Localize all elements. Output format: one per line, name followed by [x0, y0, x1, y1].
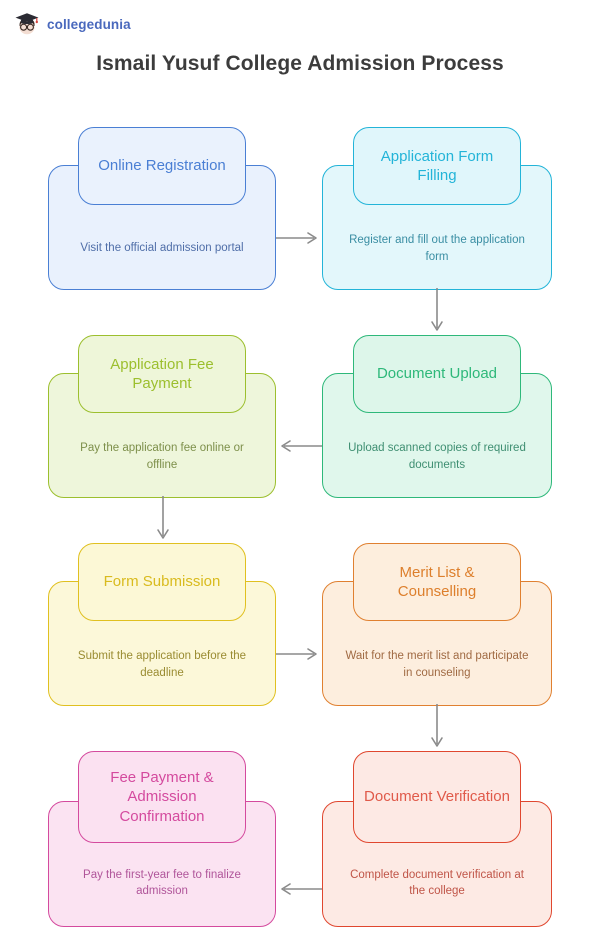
node-title-pill[interactable]: Merit List & Counselling	[353, 543, 521, 621]
node-title-pill[interactable]: Document Upload	[353, 335, 521, 413]
flow-node-document-verification[interactable]: Complete document verification at the co…	[322, 751, 552, 927]
node-title: Application Form Filling	[380, 147, 494, 184]
connector-arrow-left-1	[276, 439, 322, 453]
connector-arrow-right-1	[276, 231, 322, 245]
node-title: Online Registration	[98, 157, 226, 175]
flow-node-document-upload[interactable]: Upload scanned copies of required docume…	[322, 335, 552, 498]
node-description: Visit the official admission portal	[80, 242, 244, 255]
node-title-pill[interactable]: Application Form Filling	[353, 127, 521, 205]
brand-name: collegedunia	[47, 16, 131, 32]
flow-node-application-fee-payment[interactable]: Pay the application fee online or offlin…	[48, 335, 276, 498]
connector-arrow-down-3	[430, 704, 444, 752]
node-title-pill[interactable]: Fee Payment & Admission Confirmation	[78, 751, 246, 843]
node-title-pill[interactable]: Document Verification	[353, 751, 521, 843]
node-description: Pay the first-year fee to finalize admis…	[83, 868, 241, 897]
flow-node-fee-payment-admission-confirmation[interactable]: Pay the first-year fee to finalize admis…	[48, 751, 276, 927]
node-description: Pay the application fee online or offlin…	[80, 442, 244, 471]
node-title-pill[interactable]: Form Submission	[78, 543, 246, 621]
flow-node-merit-list-counselling[interactable]: Wait for the merit list and participate …	[322, 543, 552, 706]
connector-arrow-down-2	[156, 496, 170, 544]
connector-arrow-left-2	[276, 882, 322, 896]
node-title: Form Submission	[103, 573, 221, 591]
node-description: Complete document verification at the co…	[350, 868, 524, 897]
connector-arrow-right-2	[276, 647, 322, 661]
node-description: Wait for the merit list and participate …	[345, 650, 529, 679]
node-title: Document Upload	[376, 365, 498, 383]
node-description: Submit the application before the deadli…	[77, 650, 247, 679]
flow-node-online-registration[interactable]: Visit the official admission portal Onli…	[48, 127, 276, 290]
brand-logo[interactable]: collegedunia	[14, 11, 131, 37]
node-title: Application Fee Payment	[110, 355, 214, 392]
node-title: Document Verification	[364, 788, 510, 806]
flow-node-application-form-filling[interactable]: Register and fill out the application fo…	[322, 127, 552, 290]
graduation-cap-avatar-icon	[14, 11, 40, 37]
node-title: Merit List & Counselling	[397, 563, 477, 600]
node-title-pill[interactable]: Application Fee Payment	[78, 335, 246, 413]
node-description: Register and fill out the application fo…	[349, 234, 525, 263]
node-title: Fee Payment & Admission Confirmation	[110, 769, 214, 825]
page-title: Ismail Yusuf College Admission Process	[96, 52, 504, 75]
flow-node-form-submission[interactable]: Submit the application before the deadli…	[48, 543, 276, 706]
node-description: Upload scanned copies of required docume…	[348, 442, 526, 471]
node-title-pill[interactable]: Online Registration	[78, 127, 246, 205]
connector-arrow-down-1	[430, 288, 444, 336]
